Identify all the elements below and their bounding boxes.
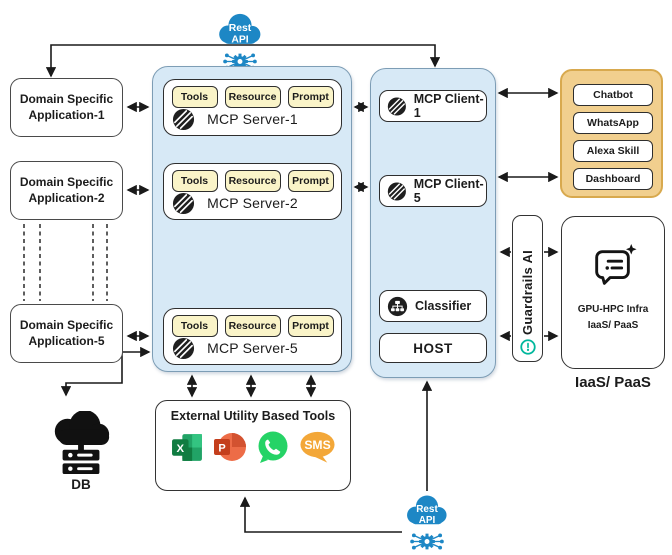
chip-resource: Resource <box>224 315 281 337</box>
infra-label-line1: GPU-HPC Infra <box>577 304 649 315</box>
db-label: DB <box>71 477 91 492</box>
chip-tools: Tools <box>171 170 218 192</box>
channel-whatsapp: WhatsApp <box>573 112 653 134</box>
domain-app-2: Domain Specific Application-2 <box>10 161 123 220</box>
external-tools-title: External Utility Based Tools <box>170 409 336 423</box>
channel-whatsapp-label: WhatsApp <box>587 117 639 129</box>
classifier-label: Classifier <box>415 299 472 313</box>
mcp-client-icon <box>387 181 406 201</box>
channel-alexa-skill: Alexa Skill <box>573 140 653 162</box>
mcp-server-1: Tools Resource Prompt MCP Server-1 <box>163 79 342 136</box>
infra-box: GPU-HPC Infra IaaS/ PaaS <box>561 216 665 369</box>
mcp-clients-container: MCP Client-1 MCP Client-5 <box>370 68 496 378</box>
classifier-box: Classifier <box>379 290 487 322</box>
excel-icon: X <box>171 433 202 461</box>
channel-dashboard: Dashboard <box>573 168 653 190</box>
mcp-client-1-label: MCP Client-1 <box>413 92 484 120</box>
chip-tools: Tools <box>171 315 218 337</box>
chip-resource: Resource <box>224 86 281 108</box>
rest-api-cloud-bottom: Rest API <box>407 495 447 526</box>
domain-app-2-line2: Application-2 <box>28 190 105 205</box>
mcp-server-5-label: MCP Server-5 <box>207 340 298 356</box>
mcp-server-1-label: MCP Server-1 <box>207 111 298 127</box>
iaas-paas-caption: IaaS/ PaaS <box>575 374 651 391</box>
db-cloud-icon <box>54 411 110 475</box>
domain-app-5-line1: Domain Specific <box>19 317 114 332</box>
rest-api-label-line2: API <box>419 515 436 526</box>
domain-app-1-line1: Domain Specific <box>19 91 114 106</box>
mcp-server-2-label: MCP Server-2 <box>207 195 298 211</box>
chip-prompt: Prompt <box>287 86 334 108</box>
whatsapp-icon <box>258 431 287 463</box>
classifier-icon <box>387 296 408 316</box>
guardrails-ai-icon <box>519 339 536 355</box>
guardrails-label: Guardrails AI <box>520 249 535 335</box>
channel-dashboard-label: Dashboard <box>585 173 641 185</box>
sms-icon: SMS <box>299 431 335 463</box>
domain-app-5-line2: Application-5 <box>28 333 105 348</box>
host-box: HOST <box>379 333 487 363</box>
channel-alexa-label: Alexa Skill <box>586 145 640 157</box>
rest-api-label-line1: Rest <box>229 23 252 34</box>
domain-app-5: Domain Specific Application-5 <box>10 304 123 363</box>
link-restapi2-tools <box>239 496 402 533</box>
mcp-server-2: Tools Resource Prompt MCP Server-2 <box>163 163 342 220</box>
chip-tools: Tools <box>171 86 218 108</box>
mcp-client-5-label: MCP Client-5 <box>413 177 484 205</box>
sms-label: SMS <box>304 438 330 452</box>
channels-container: Chatbot WhatsApp Alexa Skill Dashboard <box>560 69 663 198</box>
rest-api-label-line1: Rest <box>416 504 438 515</box>
mcp-server-icon <box>172 337 195 360</box>
chip-resource: Resource <box>224 170 281 192</box>
genai-chat-icon <box>595 243 637 285</box>
mcp-server-5: Tools Resource Prompt MCP Server-5 <box>163 308 342 365</box>
channel-chatbot: Chatbot <box>573 84 653 106</box>
link-restapi-to-app1-and-clients <box>45 44 441 78</box>
chip-prompt: Prompt <box>287 170 334 192</box>
excel-letter: X <box>176 443 184 455</box>
mcp-servers-container: Tools Resource Prompt MCP Server-1 Tools… <box>152 66 352 372</box>
infra-label-line2: IaaS/ PaaS <box>587 319 639 331</box>
powerpoint-icon: P <box>213 433 246 461</box>
chip-prompt: Prompt <box>287 315 334 337</box>
mcp-client-icon <box>387 96 406 116</box>
mcp-server-icon <box>172 192 195 215</box>
host-label: HOST <box>413 340 453 356</box>
link-server5-db <box>60 346 151 397</box>
mcp-client-5: MCP Client-5 <box>379 175 487 207</box>
rest-api-cloud-top: Rest API <box>219 13 261 45</box>
ppt-letter: P <box>218 443 225 455</box>
mcp-client-1: MCP Client-1 <box>379 90 487 122</box>
guardrails-box: Guardrails AI <box>512 215 543 362</box>
domain-app-1-line2: Application-1 <box>28 107 105 122</box>
external-tools-box: External Utility Based Tools X P <box>155 400 351 491</box>
channel-chatbot-label: Chatbot <box>593 89 633 101</box>
rest-api-label-line2: API <box>231 34 248 45</box>
mcp-server-icon <box>172 108 195 131</box>
domain-app-1: Domain Specific Application-1 <box>10 78 123 137</box>
domain-app-2-line1: Domain Specific <box>19 174 114 189</box>
api-gear-icon-bottom <box>410 533 444 550</box>
